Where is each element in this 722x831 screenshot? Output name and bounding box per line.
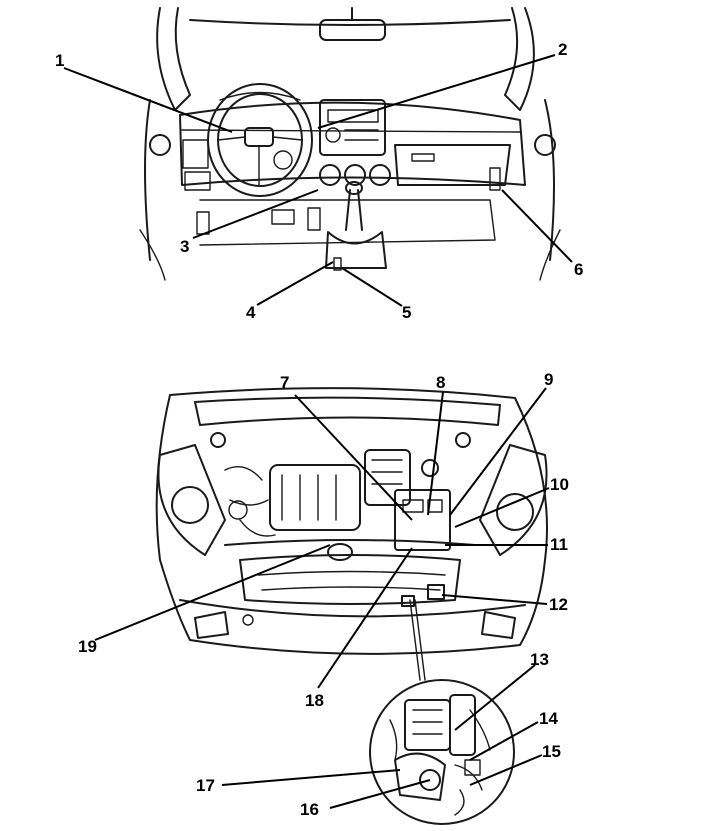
leader-17 — [221, 769, 401, 786]
leader-10 — [454, 487, 550, 528]
callout-18: 18 — [305, 691, 324, 710]
callout-4: 4 — [246, 303, 256, 322]
leader-4 — [256, 261, 334, 306]
leader-18 — [317, 547, 413, 689]
leader-3 — [192, 189, 319, 239]
leader-1 — [63, 67, 233, 133]
callout-14: 14 — [539, 709, 558, 728]
callout-labels: 1 2 3 4 5 6 7 8 9 10 11 12 13 14 15 16 1… — [55, 40, 583, 819]
leader-5 — [341, 267, 403, 307]
leader-14 — [469, 721, 539, 761]
callout-6: 6 — [574, 260, 583, 279]
interior-view-drawing — [139, 7, 561, 281]
callout-2: 2 — [558, 40, 567, 59]
callout-11: 11 — [550, 535, 568, 554]
leader-19 — [94, 544, 331, 641]
callout-1: 1 — [55, 51, 64, 70]
leader-7 — [294, 394, 413, 521]
callout-13: 13 — [530, 650, 549, 669]
callout-12: 12 — [549, 595, 568, 614]
callout-5: 5 — [402, 303, 411, 322]
callout-9: 9 — [544, 370, 553, 389]
callout-19: 19 — [78, 637, 97, 656]
callout-7: 7 — [280, 373, 289, 392]
leader-13 — [454, 664, 536, 731]
detail-inset-drawing — [369, 679, 515, 825]
callout-17: 17 — [196, 776, 215, 795]
leader-lines — [63, 54, 573, 809]
callout-16: 16 — [300, 800, 319, 819]
callout-3: 3 — [180, 237, 189, 256]
callout-8: 8 — [436, 373, 445, 392]
leader-9 — [449, 387, 547, 516]
leader-15 — [469, 754, 543, 786]
leader-8 — [427, 391, 444, 516]
callout-10: 10 — [550, 475, 569, 494]
leader-6 — [501, 189, 573, 263]
leader-12 — [441, 594, 548, 605]
leader-16 — [329, 779, 431, 809]
callout-15: 15 — [542, 742, 561, 761]
leader-2 — [317, 54, 556, 129]
